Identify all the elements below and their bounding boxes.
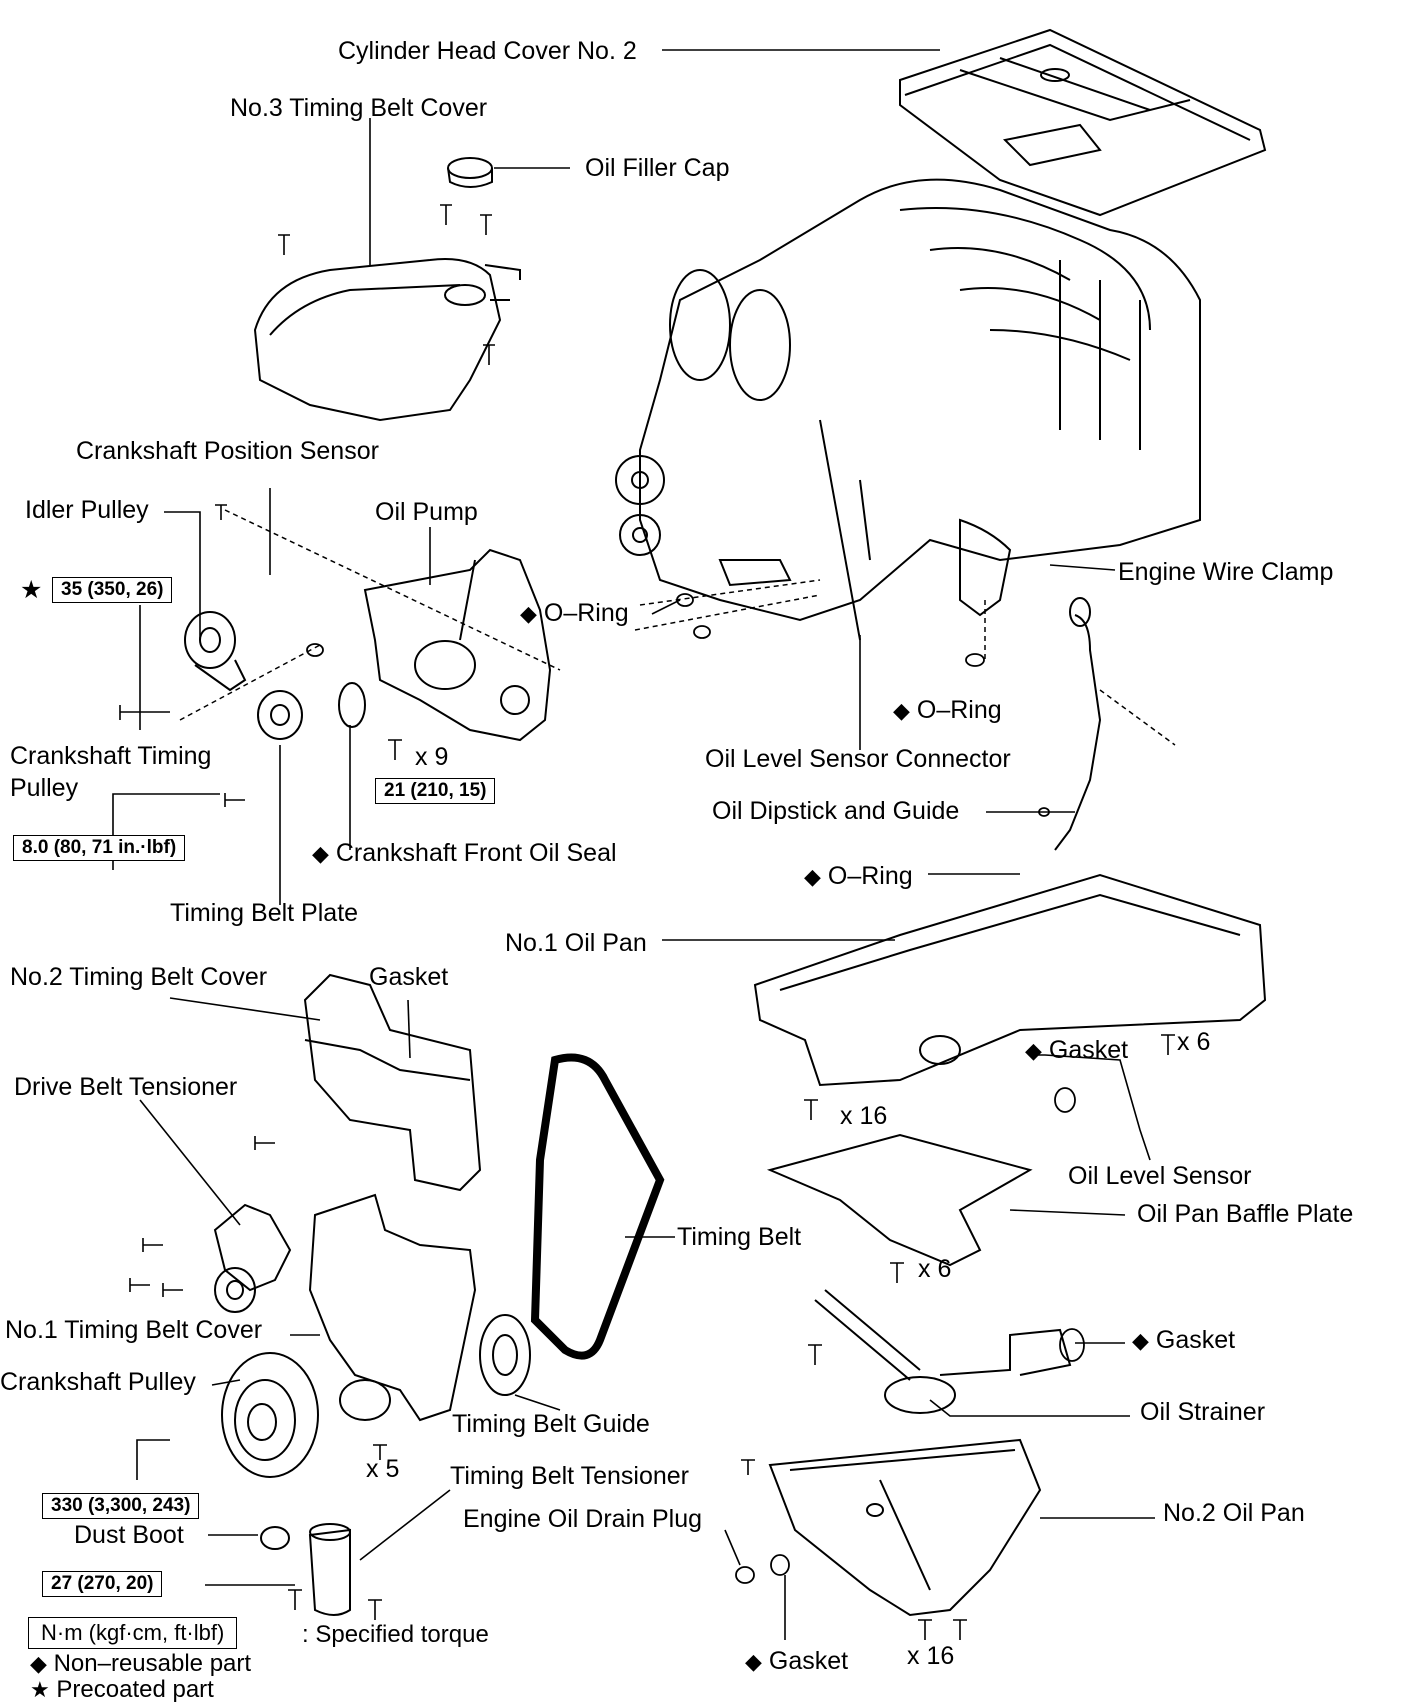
label-crankshaft-timing-pulley-2: Pulley: [10, 774, 79, 802]
torque-box-8: 8.0 (80, 71 in.·lbf): [13, 835, 186, 861]
non-reusable-diamond-icon: ◆: [1132, 1328, 1149, 1353]
label-oil-level-sensor-connector: Oil Level Sensor Connector: [705, 745, 1011, 773]
torque-box-35: 35 (350, 26): [52, 577, 173, 603]
label-timing-belt-plate: Timing Belt Plate: [170, 899, 359, 927]
drive-belt-tensioner-drawing: [213, 1203, 292, 1313]
label-engine-wire-clamp: Engine Wire Clamp: [1118, 558, 1334, 586]
non-reusable-diamond-icon: ◆: [520, 601, 537, 626]
engine-block-drawing: [615, 178, 1201, 641]
label-oil-dipstick-guide: Oil Dipstick and Guide: [712, 797, 960, 825]
legend-non-reusable: ◆ Non–reusable part: [30, 1650, 252, 1677]
label-timing-belt-tensioner: Timing Belt Tensioner: [450, 1462, 690, 1490]
bolt-icons: [119, 204, 1175, 1640]
oil-strainer-drawing: [814, 1289, 1072, 1414]
label-x16-a: x 16: [840, 1102, 888, 1130]
label-gasket-2: ◆ Gasket: [1025, 1036, 1129, 1064]
label-drive-belt-tensioner: Drive Belt Tensioner: [14, 1073, 238, 1101]
label-idler-pulley: Idler Pulley: [25, 496, 149, 524]
label-gasket-3: ◆ Gasket: [1132, 1326, 1236, 1354]
label-cylinder-head-cover: Cylinder Head Cover No. 2: [338, 37, 637, 65]
label-dust-boot: Dust Boot: [74, 1521, 184, 1549]
star-icon-35: ★: [20, 576, 43, 604]
oil-pan-1-drawing: [753, 873, 1267, 1087]
label-crankshaft-timing-pulley: Crankshaft Timing: [10, 742, 212, 770]
non-reusable-diamond-icon: ◆: [804, 864, 821, 889]
oil-dipstick-drawing: [1054, 614, 1102, 851]
label-x16-b: x 16: [907, 1642, 955, 1670]
label-gasket-1: Gasket: [369, 963, 449, 991]
oil-pump-drawing: [363, 548, 552, 742]
o-ring-gasket-icons: [306, 593, 1085, 1584]
torque-box-27: 27 (270, 20): [42, 1571, 163, 1597]
oil-pan-baffle-plate-drawing: [766, 1133, 1033, 1267]
label-oil-filler-cap: Oil Filler Cap: [585, 154, 730, 182]
legend-specified-torque: : Specified torque: [302, 1621, 489, 1648]
non-reusable-diamond-icon: ◆: [745, 1649, 762, 1674]
legend-unit-box: N·m (kgf·cm, ft·lbf): [28, 1617, 238, 1649]
label-oil-pump: Oil Pump: [375, 498, 478, 526]
label-timing-belt: Timing Belt: [677, 1223, 802, 1251]
torque-box-21: 21 (210, 15): [375, 778, 496, 804]
label-o-ring-1: ◆ O–Ring: [520, 599, 629, 627]
non-reusable-diamond-icon: ◆: [312, 841, 329, 866]
crankshaft-timing-pulley-drawing: [257, 690, 303, 740]
label-x9: x 9: [415, 743, 449, 771]
crankshaft-pulley-drawing: [221, 1352, 319, 1478]
oil-pan-2-drawing: [768, 1438, 1042, 1617]
label-oil-pan-1: No.1 Oil Pan: [505, 929, 647, 957]
label-o-ring-3: ◆ O–Ring: [804, 862, 913, 890]
label-crankshaft-front-oil-seal: ◆ Crankshaft Front Oil Seal: [312, 839, 617, 867]
diamond-icon: ◆: [30, 1651, 47, 1676]
label-timing-belt-cover-3: No.3 Timing Belt Cover: [230, 94, 488, 122]
legend-precoated: ★ Precoated part: [30, 1676, 214, 1703]
label-oil-pan-2: No.2 Oil Pan: [1163, 1499, 1305, 1527]
label-x5: x 5: [366, 1455, 400, 1483]
label-crankshaft-pulley: Crankshaft Pulley: [0, 1368, 196, 1396]
timing-belt-cover-2-drawing: [303, 973, 482, 1192]
non-reusable-diamond-icon: ◆: [893, 698, 910, 723]
oil-filler-cap-drawing: [447, 157, 493, 188]
timing-belt-drawing: [530, 1053, 665, 1360]
star-icon: ★: [30, 1677, 50, 1702]
torque-box-330: 330 (3,300, 243): [42, 1493, 200, 1519]
label-o-ring-2: ◆ O–Ring: [893, 696, 1002, 724]
label-crankshaft-position-sensor: Crankshaft Position Sensor: [76, 437, 379, 465]
assembly-guide-lines: [179, 509, 1176, 746]
label-engine-oil-drain-plug: Engine Oil Drain Plug: [463, 1505, 703, 1533]
timing-belt-guide-drawing: [479, 1314, 531, 1396]
idler-pulley-drawing: [184, 611, 247, 692]
label-timing-belt-cover-1: No.1 Timing Belt Cover: [5, 1316, 263, 1344]
timing-belt-tensioner-drawing: [308, 1523, 351, 1616]
leader-lines: [112, 49, 1155, 1640]
dust-boot-drawing: [260, 1526, 290, 1550]
label-oil-strainer: Oil Strainer: [1140, 1398, 1266, 1426]
timing-belt-cover-1-drawing: [308, 1193, 477, 1422]
cylinder-head-cover-drawing: [899, 28, 1267, 217]
label-gasket-4: ◆ Gasket: [745, 1647, 849, 1675]
label-timing-belt-guide: Timing Belt Guide: [452, 1410, 650, 1438]
non-reusable-diamond-icon: ◆: [1025, 1038, 1042, 1063]
oil-seal-drawing: [338, 682, 366, 728]
timing-belt-cover-3-drawing: [253, 258, 521, 422]
label-x6-a: x 6: [1177, 1028, 1211, 1056]
label-oil-pan-baffle-plate: Oil Pan Baffle Plate: [1137, 1200, 1354, 1228]
label-oil-level-sensor: Oil Level Sensor: [1068, 1162, 1252, 1190]
label-timing-belt-cover-2: No.2 Timing Belt Cover: [10, 963, 268, 991]
label-x6-b: x 6: [918, 1255, 952, 1283]
